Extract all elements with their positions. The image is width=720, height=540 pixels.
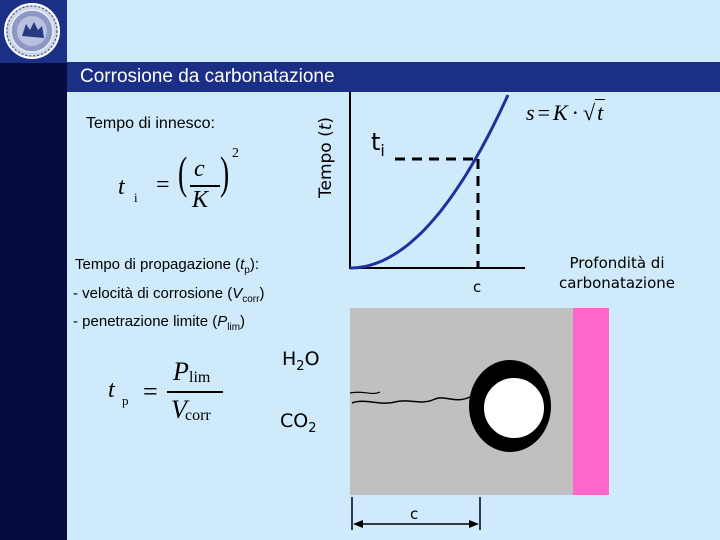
pformula-sub-p: p: [122, 393, 129, 408]
x-axis-label: Profondità di carbonatazione: [546, 253, 688, 293]
propagation-var: t: [240, 256, 245, 273]
initiation-label: Tempo di innesco:: [86, 115, 215, 132]
eq-sqrt: √: [583, 100, 596, 125]
pformula-equals: =: [143, 377, 158, 406]
pformula-bar: [167, 391, 223, 393]
co2-sub: 2: [308, 420, 317, 436]
pformula-num-p: P: [173, 357, 189, 386]
formula-exp-2: 2: [232, 146, 239, 161]
water-o: O: [304, 348, 320, 370]
bullet1-pre: - velocità di corrosione (: [73, 285, 233, 302]
bullet2-var: P: [217, 313, 228, 330]
pformula-t: t: [108, 377, 115, 403]
formula-t: t: [118, 174, 125, 200]
depth-arrow-head-left: [353, 520, 363, 528]
formula-equals: =: [156, 172, 170, 198]
bullet-corrosion-rate: - velocità di corrosione (Vcorr): [73, 285, 264, 305]
formula-num-c: c: [194, 156, 205, 182]
crack-line-2: [349, 391, 381, 395]
propagation-formula: t p = P lim V corr: [105, 355, 255, 435]
rebar: [482, 376, 546, 440]
fraction-bar: [190, 185, 220, 187]
propagation-sub: p: [244, 265, 250, 276]
ti-marker-label: ti: [371, 128, 385, 160]
bullet1-post: ): [259, 285, 265, 302]
eq-equals: =: [537, 100, 550, 125]
logo-box: [0, 0, 67, 63]
xlabel-line1: Profondità di: [569, 254, 665, 272]
co2-co: CO: [280, 410, 309, 432]
carbonation-curve: [349, 94, 510, 270]
crack-line: [351, 390, 483, 404]
co2-label: CO2: [280, 410, 317, 436]
bullet-penetration-limit: - penetrazione limite (Plim): [73, 313, 245, 333]
formula-sub-i: i: [134, 190, 138, 205]
eq-t: t: [595, 99, 606, 125]
title-bar: [67, 62, 720, 92]
pformula-den-sub: corr: [185, 407, 211, 424]
water-sub: 2: [296, 358, 305, 374]
right-paren: ): [220, 147, 230, 198]
eq-s: s: [526, 100, 535, 125]
bullet2-pre: - penetrazione limite (: [73, 313, 218, 330]
carbonated-zone: [573, 308, 609, 495]
xlabel-line2: carbonatazione: [558, 274, 676, 292]
university-seal-icon: [4, 3, 60, 59]
bullet2-post: ): [240, 313, 246, 330]
initiation-formula: t i = ( c K ) 2: [110, 140, 260, 220]
bullet1-sub: corr: [242, 294, 260, 305]
propagation-pre: Tempo di propagazione (: [75, 256, 241, 273]
chart-equation: s=K·√t: [526, 99, 606, 126]
bullet1-var: V: [232, 285, 243, 302]
propagation-post: ):: [249, 256, 260, 273]
propagation-label: Tempo di propagazione (tp):: [75, 256, 259, 276]
water-label: H2O: [282, 348, 320, 374]
formula-den-k: K: [192, 187, 209, 213]
sidebar: [0, 0, 67, 540]
depth-label: c: [410, 505, 419, 523]
eq-k: K: [552, 100, 568, 125]
ti-t: t: [371, 128, 381, 156]
c-marker-label: c: [473, 278, 482, 296]
slide-title: Corrosione da carbonatazione: [80, 66, 335, 87]
water-h: H: [282, 348, 297, 370]
bullet2-sub: lim: [227, 322, 241, 333]
left-paren: (: [178, 147, 188, 198]
pformula-den-v: V: [171, 395, 187, 424]
pformula-num-sub: lim: [189, 369, 211, 386]
ti-sub: i: [380, 140, 385, 160]
depth-arrow-head-right: [469, 520, 479, 528]
eq-dot: ·: [571, 100, 579, 125]
